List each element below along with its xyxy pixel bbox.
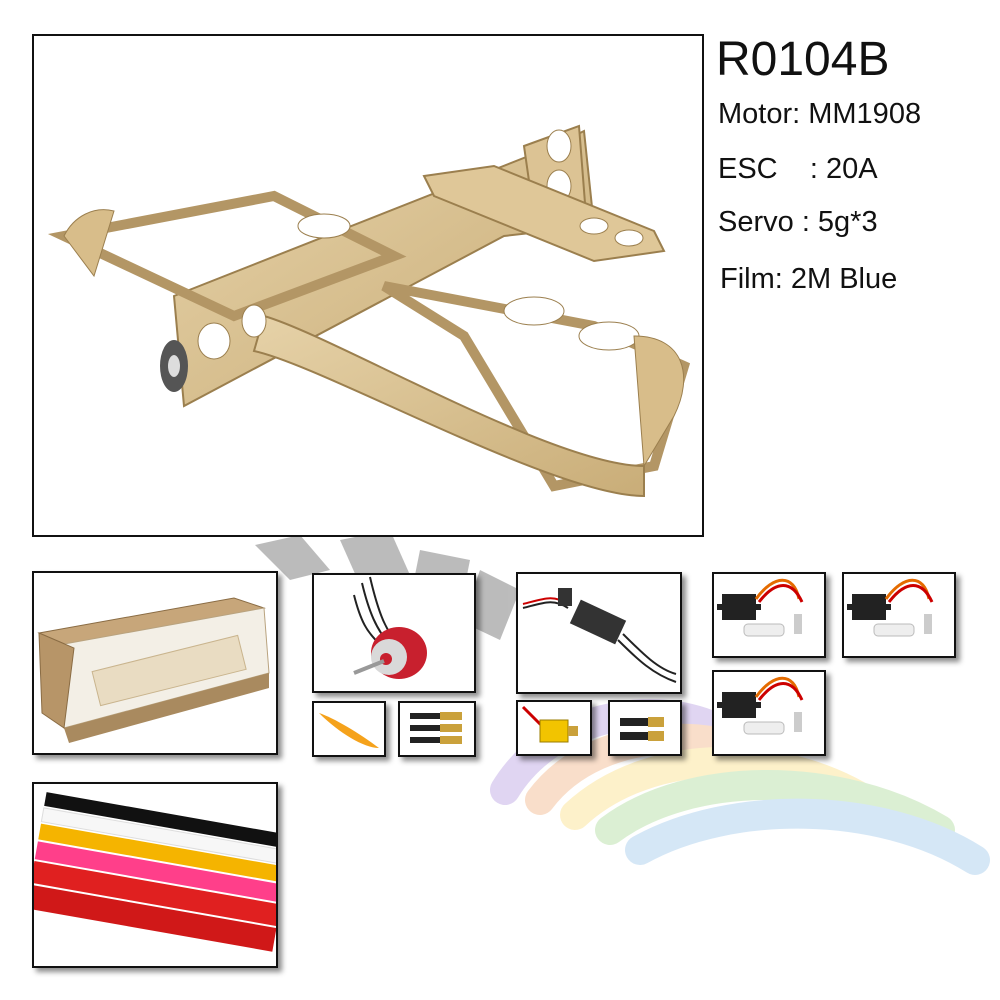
- film-spec: Film: 2M Blue: [720, 263, 898, 295]
- servo-image-2: [842, 572, 956, 658]
- xt60-illustration: [521, 705, 578, 743]
- bullet-connectors-illustration: [410, 712, 462, 744]
- esc-connectors-illustration: [620, 717, 664, 741]
- motor-image: [312, 573, 476, 693]
- propeller-image: [312, 701, 386, 757]
- servo-illustration: [717, 578, 804, 637]
- servo-image-1: [712, 572, 826, 658]
- servo-image-3: [712, 670, 826, 756]
- esc-image: [516, 572, 682, 694]
- esc-connectors-image: [608, 700, 682, 756]
- main-product-image: [32, 34, 704, 537]
- model-number: R0104B: [716, 33, 890, 86]
- xt60-image: [516, 700, 592, 756]
- motor-illustration: [353, 576, 427, 679]
- film-rolls-illustration: [34, 792, 276, 952]
- cardboard-box-illustration: [37, 597, 270, 743]
- propeller-illustration: [319, 713, 379, 748]
- film-image: [32, 782, 278, 968]
- esc-spec: ESC : 20A: [718, 153, 878, 185]
- motor-connectors-image: [398, 701, 476, 757]
- esc-illustration: [522, 588, 677, 683]
- servo-spec: Servo : 5g*3: [718, 206, 878, 238]
- motor-spec: Motor: MM1908: [718, 98, 922, 130]
- box-image: [32, 571, 278, 755]
- servo-illustration: [717, 676, 804, 735]
- balsa-airframe-illustration: [47, 124, 691, 498]
- servo-illustration: [847, 578, 934, 637]
